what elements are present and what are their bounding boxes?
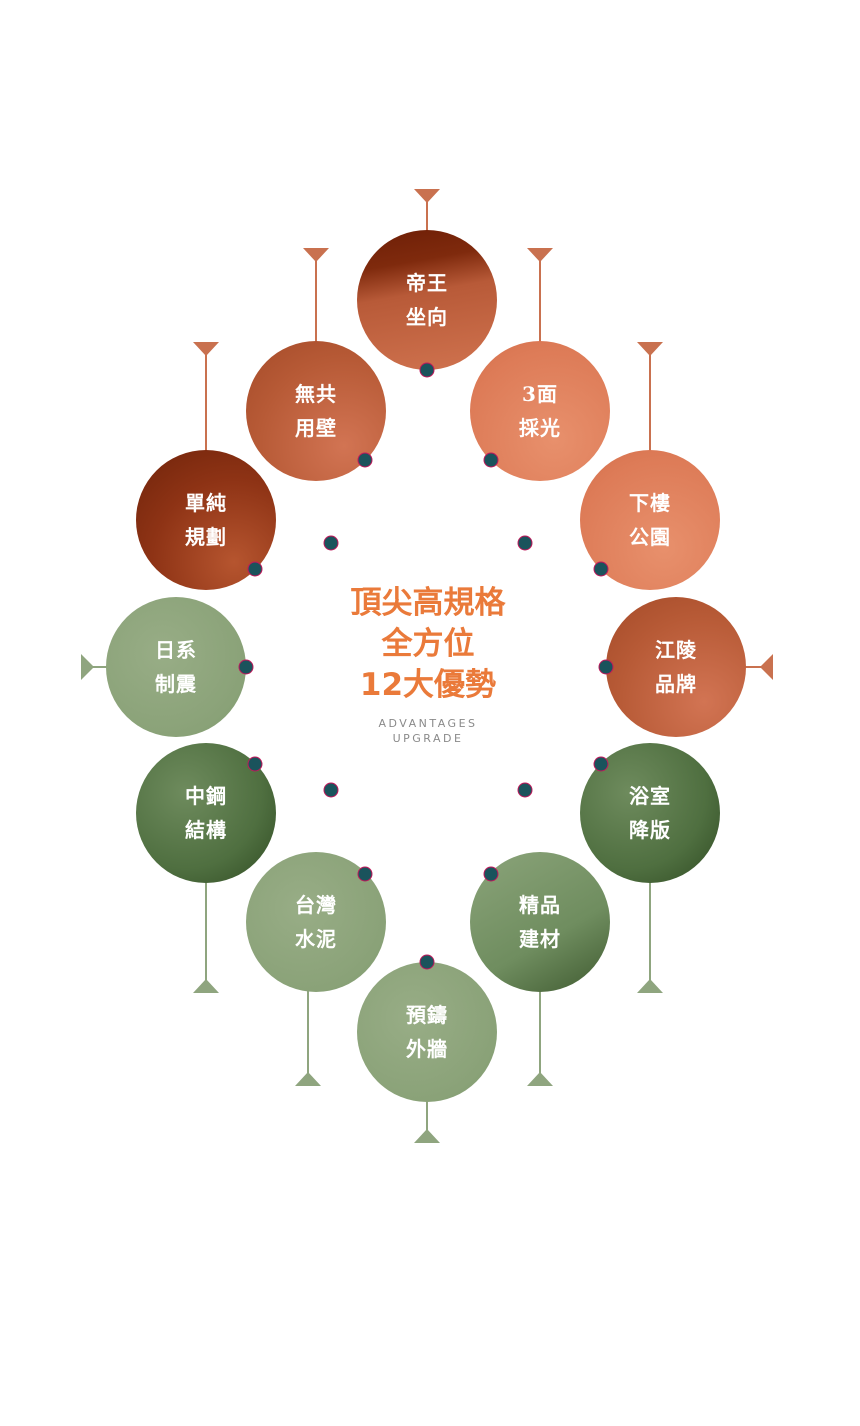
dot-marker bbox=[484, 867, 498, 881]
label: 用壁 bbox=[295, 416, 337, 440]
label: 水泥 bbox=[295, 927, 337, 951]
label: 規劃 bbox=[185, 525, 227, 549]
dot-marker bbox=[484, 453, 498, 467]
dot-marker bbox=[239, 660, 253, 674]
dot-marker bbox=[518, 536, 532, 550]
triangle-marker bbox=[193, 979, 219, 993]
label: 台灣 bbox=[295, 893, 337, 917]
connector-line bbox=[649, 882, 651, 984]
label: 浴室 bbox=[629, 784, 671, 808]
label: 江陵 bbox=[655, 638, 697, 662]
advantage-circle: 浴室降版 bbox=[580, 743, 720, 883]
dot-marker bbox=[324, 536, 338, 550]
label: 降版 bbox=[629, 818, 671, 842]
dot-marker bbox=[518, 783, 532, 797]
advantage-circle: 日系制震 bbox=[106, 597, 246, 737]
triangle-marker bbox=[527, 1072, 553, 1086]
dot-marker bbox=[420, 363, 434, 377]
label: 下樓 bbox=[629, 491, 671, 515]
label: 日系 bbox=[155, 638, 197, 662]
connector-line bbox=[539, 991, 541, 1077]
connector-line bbox=[539, 258, 541, 342]
connector-line bbox=[426, 200, 428, 232]
triangle-marker bbox=[193, 342, 219, 356]
dot-marker bbox=[324, 783, 338, 797]
triangle-marker bbox=[637, 979, 663, 993]
label: 品牌 bbox=[655, 672, 697, 696]
connector-line bbox=[307, 991, 309, 1077]
connector-line bbox=[315, 258, 317, 342]
subtitle-line-1: ADVANTAGES bbox=[378, 717, 478, 730]
triangle-marker bbox=[414, 1129, 440, 1143]
triangle-marker bbox=[295, 1072, 321, 1086]
dot-marker bbox=[594, 562, 608, 576]
triangle-marker bbox=[527, 248, 553, 262]
label: 無共 bbox=[295, 382, 337, 406]
dot-marker bbox=[358, 867, 372, 881]
advantage-circle: 下樓公園 bbox=[580, 450, 720, 590]
center-title-block: 頂尖高規格 全方位 12大優勢 ADVANTAGES UPGRADE bbox=[300, 583, 556, 746]
triangle-marker bbox=[303, 248, 329, 262]
advantage-circle: 江陵品牌 bbox=[606, 597, 746, 737]
title-line-2: 全方位 bbox=[381, 626, 475, 662]
title-line-3: 12大優勢 bbox=[359, 667, 497, 703]
connector-line bbox=[426, 1101, 428, 1133]
triangle-marker bbox=[81, 654, 94, 680]
connector-line bbox=[649, 352, 651, 452]
label: 結構 bbox=[185, 818, 227, 842]
label: 帝王 bbox=[406, 271, 448, 295]
subtitle-line-2: UPGRADE bbox=[392, 732, 464, 745]
label: 坐向 bbox=[406, 305, 448, 329]
dot-marker bbox=[248, 757, 262, 771]
label: 單純 bbox=[185, 491, 227, 515]
label: 外牆 bbox=[406, 1037, 448, 1061]
connector-line bbox=[745, 666, 763, 668]
label: 預鑄 bbox=[406, 1003, 448, 1027]
connector-line bbox=[205, 882, 207, 984]
label: 建材 bbox=[519, 927, 561, 951]
advantage-circle: 帝王坐向 bbox=[357, 230, 497, 370]
triangle-marker bbox=[760, 654, 773, 680]
label: 精品 bbox=[519, 893, 561, 917]
dot-marker bbox=[358, 453, 372, 467]
label: 制震 bbox=[155, 672, 197, 696]
label: 公園 bbox=[629, 525, 671, 549]
advantage-circle: 預鑄外牆 bbox=[357, 962, 497, 1102]
connector-line bbox=[90, 666, 108, 668]
title-line-1: 頂尖高規格 bbox=[350, 585, 506, 621]
triangle-marker bbox=[414, 189, 440, 203]
label: 採光 bbox=[519, 416, 561, 440]
triangle-marker bbox=[637, 342, 663, 356]
label: 3面 bbox=[522, 382, 558, 406]
dot-marker bbox=[594, 757, 608, 771]
dot-marker bbox=[420, 955, 434, 969]
connector-line bbox=[205, 352, 207, 452]
label: 中鋼 bbox=[185, 784, 227, 808]
dot-marker bbox=[248, 562, 262, 576]
dot-marker bbox=[599, 660, 613, 674]
